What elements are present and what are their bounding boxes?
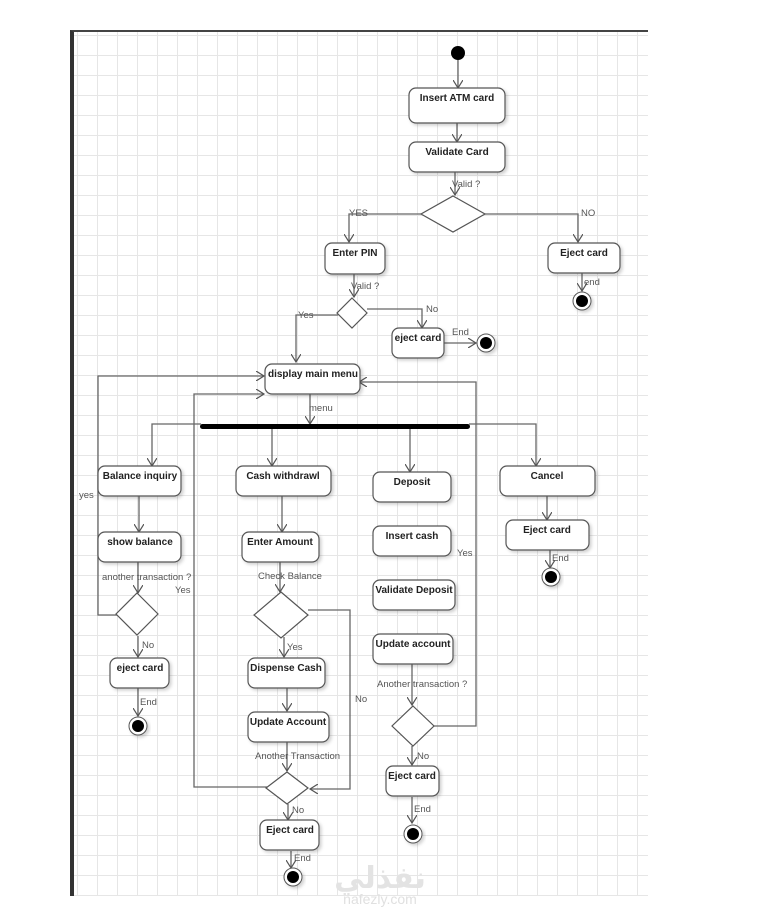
end-node <box>541 567 561 587</box>
action-label: Eject card <box>388 771 436 782</box>
label-valid-card: Valid ? <box>452 179 480 190</box>
edge-balance-yes-loop <box>97 376 264 616</box>
label-deposit-yes: Yes <box>457 548 473 559</box>
edge-decision-yes-pin <box>349 213 421 242</box>
action-label: Enter Amount <box>247 537 313 548</box>
edge-pindecision-no-eject <box>367 308 422 328</box>
label-end-card: end <box>584 277 600 288</box>
label-withdraw-end: End <box>294 853 311 864</box>
end-node <box>476 333 496 353</box>
label-deposit-no: No <box>417 751 429 762</box>
watermark-arabic: نفذلي <box>334 861 426 896</box>
label-withdraw-no: No <box>292 805 304 816</box>
action-insert-atm-card: Insert ATM card <box>408 87 506 124</box>
action-update-account-withdraw: Update Account <box>247 711 330 743</box>
action-validate-deposit: Validate Deposit <box>372 579 456 611</box>
action-label: Insert cash <box>386 531 439 542</box>
fork-bar <box>200 424 470 429</box>
action-label: Balance inquiry <box>103 471 178 482</box>
label-deposit-question: Another transaction ? <box>377 679 467 690</box>
end-node <box>403 824 423 844</box>
label-yes-pin: Yes <box>298 310 314 321</box>
label-check-balance: Check Balance <box>258 571 322 582</box>
label-yes-card: YES <box>349 208 368 219</box>
edge-fork-balance <box>152 423 201 466</box>
label-check-no: No <box>355 694 367 705</box>
action-label: Eject card <box>523 525 571 536</box>
action-deposit: Deposit <box>372 471 452 503</box>
label-check-yes: Yes <box>287 642 303 653</box>
decision-balance-another <box>115 592 159 636</box>
action-validate-card: Validate Card <box>408 141 506 173</box>
diagram-canvas <box>70 30 648 896</box>
end-node <box>128 716 148 736</box>
decision-check-balance <box>253 591 309 639</box>
label-no-card: NO <box>581 208 595 219</box>
decision-withdraw-another <box>265 771 309 805</box>
label-menu: menu <box>309 403 333 414</box>
label-withdraw-question: Another Transaction <box>255 751 340 762</box>
action-label: Validate Card <box>425 147 488 158</box>
action-label: Cash withdrawl <box>246 471 320 482</box>
edge-decision-no-eject <box>485 213 578 242</box>
label-withdraw-yes-loop: Yes <box>175 585 191 596</box>
label-valid-pin: Valid ? <box>351 281 379 292</box>
action-label: eject card <box>395 333 442 344</box>
action-eject-card-cancel: Eject card <box>505 519 590 551</box>
label-deposit-end: End <box>414 804 431 815</box>
action-label: Cancel <box>531 471 564 482</box>
label-end-pin: End <box>452 327 469 338</box>
action-display-main-menu: display main menu <box>264 363 361 395</box>
action-label: Dispense Cash <box>250 663 322 674</box>
edge-check-no <box>308 609 351 789</box>
label-balance-end: End <box>140 697 157 708</box>
edge-labels: Valid ? YES NO end Valid ? Yes No End me… <box>79 179 600 864</box>
action-label: eject card <box>117 663 164 674</box>
action-label: Insert ATM card <box>420 93 494 104</box>
label-cancel-end: End <box>552 553 569 564</box>
action-eject-card-invalid-pin: eject card <box>391 327 445 359</box>
end-node <box>572 291 592 311</box>
decision-valid-pin <box>336 297 368 329</box>
label-balance-no: No <box>142 640 154 651</box>
label-no-pin: No <box>426 304 438 315</box>
action-cancel: Cancel <box>499 465 596 497</box>
action-eject-card-balance: eject card <box>109 657 170 689</box>
decision-deposit-another <box>391 705 435 747</box>
action-eject-card-withdraw: Eject card <box>259 819 320 851</box>
edge-fork-cancel <box>469 423 536 466</box>
start-node <box>451 46 465 60</box>
action-label: Validate Deposit <box>375 585 453 596</box>
action-update-account-deposit: Update account <box>372 633 454 665</box>
end-node <box>283 867 303 887</box>
action-label: Eject card <box>560 248 608 259</box>
label-balance-yes: yes <box>79 490 94 501</box>
edge-withdraw-yes-loop <box>193 394 267 788</box>
action-dispense-cash: Dispense Cash <box>247 657 326 689</box>
action-label: Update Account <box>250 717 327 728</box>
edge-deposit-yes-loop <box>359 382 477 727</box>
label-balance-question: another transaction ? <box>102 572 191 583</box>
edges <box>97 60 582 868</box>
action-balance-inquiry: Balance inquiry <box>97 465 182 497</box>
edge-pindecision-yes-menu <box>296 314 338 362</box>
watermark: نفذلي nafezly.com <box>334 861 426 907</box>
action-show-balance: show balance <box>97 531 182 563</box>
action-label: show balance <box>107 537 173 548</box>
action-label: Eject card <box>266 825 314 836</box>
action-eject-card-deposit: Eject card <box>385 765 440 797</box>
action-insert-cash: Insert cash <box>372 525 452 557</box>
action-cash-withdrawl: Cash withdrawl <box>235 465 332 497</box>
watermark-latin: nafezly.com <box>343 891 417 907</box>
decision-valid-card <box>419 195 487 233</box>
action-enter-amount: Enter Amount <box>241 531 320 563</box>
action-label: Update account <box>375 639 451 650</box>
action-enter-pin: Enter PIN <box>324 242 386 275</box>
action-label: Enter PIN <box>332 248 377 259</box>
action-eject-card-invalid-card: Eject card <box>547 242 621 274</box>
action-label: display main menu <box>268 369 358 380</box>
action-label: Deposit <box>394 477 431 488</box>
